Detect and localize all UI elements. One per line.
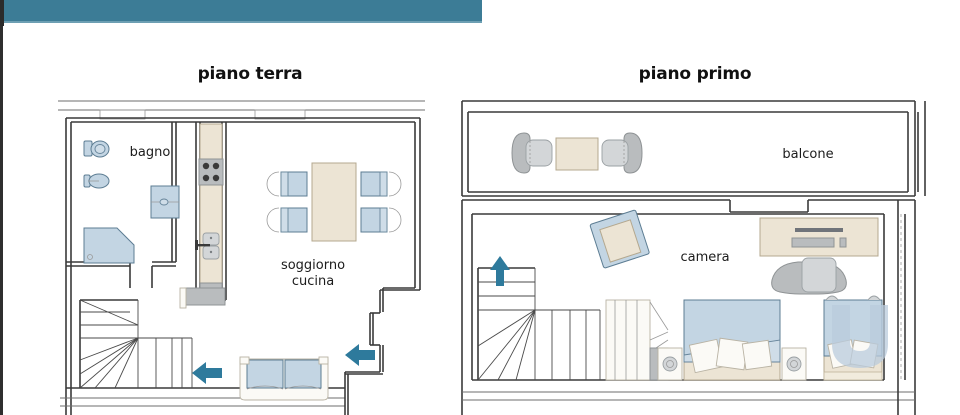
stove-fixture xyxy=(198,158,224,186)
sofa xyxy=(239,356,329,401)
staircase xyxy=(477,267,601,381)
dining-table xyxy=(311,162,357,242)
nightstand xyxy=(657,347,683,381)
balcony-table xyxy=(555,137,599,171)
balcony-armchair xyxy=(601,132,643,174)
room-label-soggiorno: soggiorno xyxy=(280,258,346,273)
dining-chair xyxy=(266,207,308,233)
left-rail xyxy=(0,26,3,415)
entry-arrow-upper xyxy=(345,344,375,366)
logo-watermark xyxy=(832,305,888,368)
office-chair xyxy=(771,257,847,295)
floorplan-piano-terra xyxy=(58,100,425,415)
room-label-cucina: cucina xyxy=(291,274,335,290)
plan-title-piano-primo: piano primo xyxy=(638,64,752,84)
double-bed xyxy=(683,299,781,381)
armchair-rotated xyxy=(589,209,650,269)
shower-fixture xyxy=(83,227,135,264)
dining-chair xyxy=(360,207,402,233)
exterior-top-wall xyxy=(58,100,425,120)
desk xyxy=(759,217,879,257)
dining-chair xyxy=(266,171,308,197)
bidet-fixture xyxy=(83,173,110,189)
balcone-walls xyxy=(461,100,926,197)
stair-up-arrow xyxy=(490,256,510,286)
washing-machine-fixture xyxy=(150,185,180,219)
dining-chair xyxy=(360,171,402,197)
header-accent-underline xyxy=(4,21,482,23)
staircase xyxy=(79,299,193,389)
floorplan-piano-primo xyxy=(461,100,926,415)
entry-arrow-lower xyxy=(192,362,222,384)
plan-title-piano-terra: piano terra xyxy=(197,64,303,84)
wardrobe xyxy=(605,299,669,381)
left-dark-edge xyxy=(0,0,4,26)
toilet-fixture xyxy=(83,140,110,158)
sink-fixture xyxy=(195,232,220,260)
header-accent-bar xyxy=(4,0,482,21)
nightstand xyxy=(781,347,807,381)
room-label-bagno: bagno xyxy=(129,145,171,160)
room-label-camera: camera xyxy=(680,250,730,265)
balcony-armchair xyxy=(511,132,553,174)
kitchen-counter xyxy=(199,123,223,301)
storage-box xyxy=(179,287,226,309)
room-label-balcone: balcone xyxy=(782,147,834,162)
